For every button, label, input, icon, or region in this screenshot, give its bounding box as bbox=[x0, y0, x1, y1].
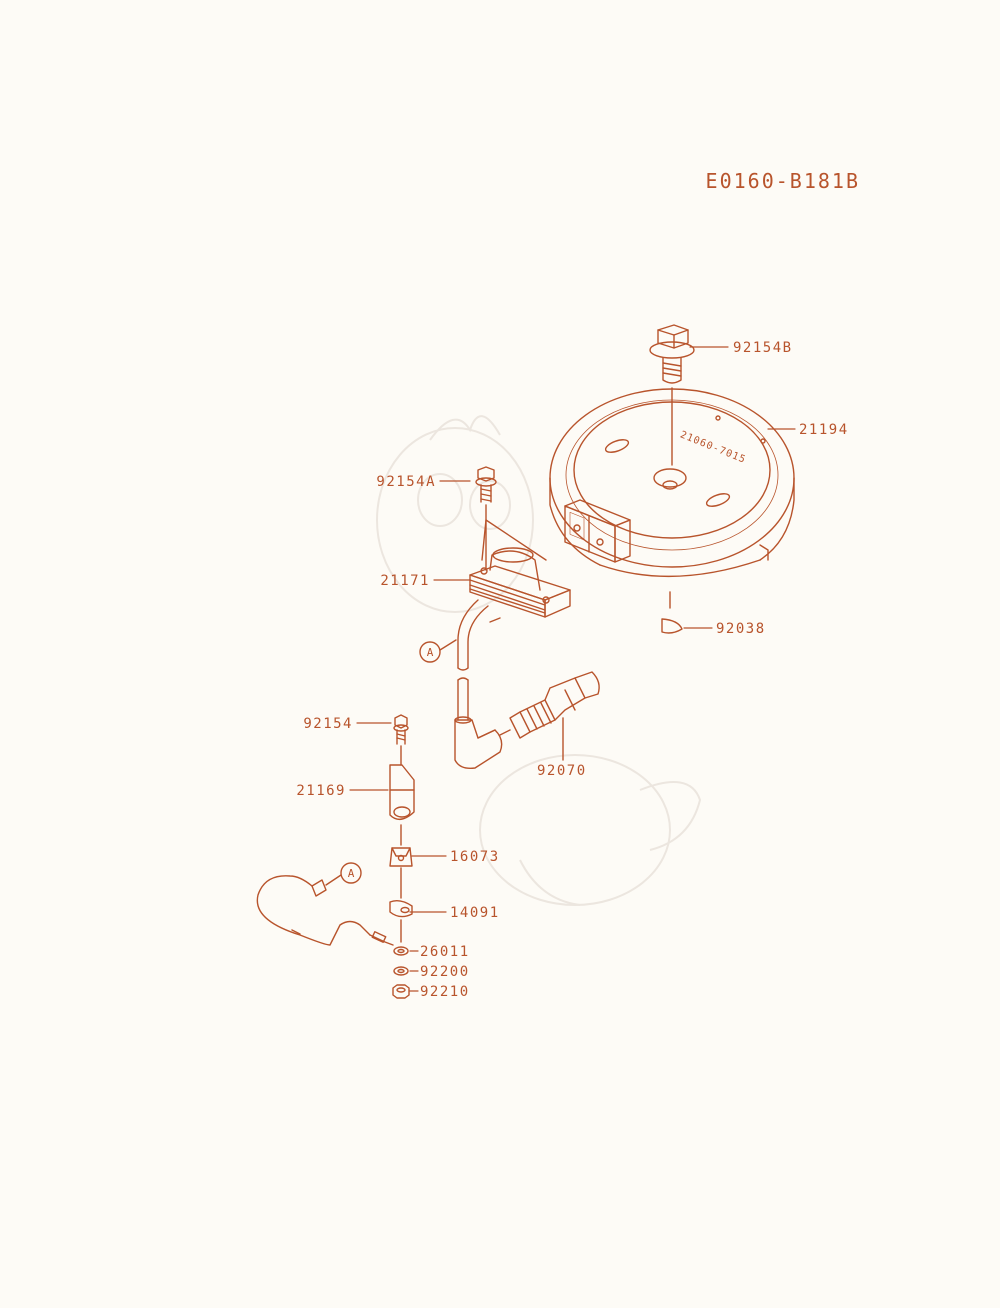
part-label-14091: 14091 bbox=[450, 905, 500, 921]
watermark bbox=[376, 415, 702, 906]
washer-26011 bbox=[393, 946, 409, 956]
bolt-92154a bbox=[475, 466, 497, 571]
nut-92210 bbox=[392, 984, 410, 999]
part-label-92154: 92154 bbox=[303, 716, 353, 732]
flywheel-stamp: 21060-7015 bbox=[678, 429, 747, 466]
part-label-21194: 21194 bbox=[799, 422, 849, 438]
clip-16073 bbox=[389, 847, 413, 899]
washer-92200 bbox=[393, 966, 409, 976]
part-label-21169: 21169 bbox=[296, 783, 346, 799]
part-label-92070: 92070 bbox=[537, 763, 587, 779]
part-label-92154a: 92154A bbox=[376, 474, 436, 490]
stop-wire-harness bbox=[256, 875, 394, 946]
key-92038 bbox=[661, 591, 683, 634]
ignition-coil-21171 bbox=[454, 519, 571, 770]
part-label-21171: 21171 bbox=[380, 573, 430, 589]
terminal-14091 bbox=[389, 899, 413, 943]
part-label-92200: 92200 bbox=[420, 964, 470, 980]
bolt-92154 bbox=[393, 714, 409, 766]
part-label-92038: 92038 bbox=[716, 621, 766, 637]
bolt-92154b bbox=[649, 324, 695, 466]
bracket-21169 bbox=[389, 764, 415, 846]
callout-letter-lower: A bbox=[348, 867, 355, 880]
callout-a-upper bbox=[419, 639, 457, 663]
part-label-92154b: 92154B bbox=[733, 340, 793, 356]
callout-letter-upper: A bbox=[427, 646, 434, 659]
flywheel-21194 bbox=[549, 388, 795, 578]
part-label-92210: 92210 bbox=[420, 984, 470, 1000]
part-label-16073: 16073 bbox=[450, 849, 500, 865]
leader-lines bbox=[349, 346, 796, 992]
diagram-code: E0160-B181B bbox=[706, 169, 860, 193]
callout-a-lower bbox=[325, 862, 362, 886]
part-label-26011: 26011 bbox=[420, 944, 470, 960]
spark-plug-92070 bbox=[499, 671, 600, 761]
